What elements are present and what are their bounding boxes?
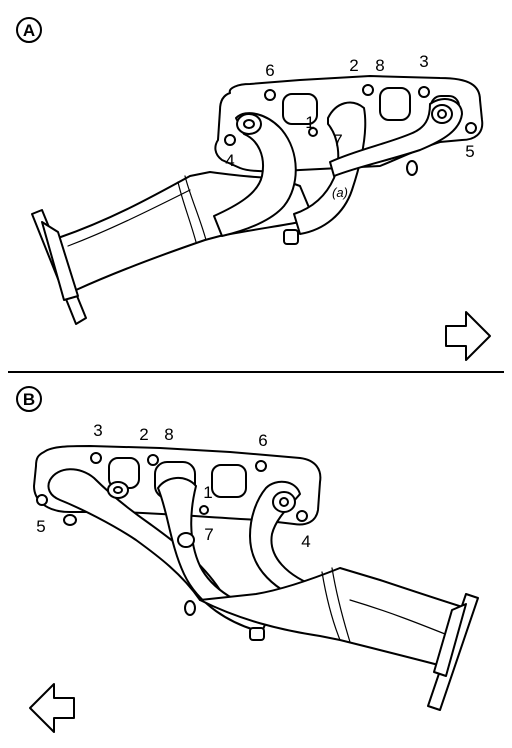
panel-b-collector-pipe [199, 567, 473, 669]
panel-a-port-2 [379, 87, 411, 121]
panel-b-arrow-left-icon [29, 683, 75, 733]
panel-b-bolt-1 [199, 505, 209, 515]
panel-b-bolt-4 [296, 510, 308, 522]
panel-a-outlet-neck [41, 221, 79, 301]
panel-b-sensor-boss [249, 627, 265, 641]
panel-b-label-4: 4 [301, 532, 310, 551]
panel-b-bolt-3 [90, 452, 102, 464]
panel-b-runner-right-collar-hole [279, 497, 289, 507]
panel-b: B [16, 386, 479, 733]
panel-b-stud [184, 600, 196, 616]
panel-a-label-a: (a) [332, 185, 348, 200]
panel-b-runner-middle-collar [177, 532, 195, 548]
panel-b-bolt-8 [147, 454, 159, 466]
panel-a-runner-left-collar-hole [243, 119, 255, 129]
panel-a-runner-left [213, 112, 297, 237]
panel-a-label-6: 6 [265, 61, 274, 80]
panel-b-runner-left-collar-hole [113, 486, 123, 494]
panel-a-arrow-right-icon [445, 311, 491, 361]
panel-a-runner-right [329, 98, 463, 177]
panel-b-collector-highlight [349, 599, 451, 637]
panel-a-sensor-boss [283, 229, 299, 245]
panel-b-letter-badge: B [16, 386, 42, 412]
panel-a-bolt-6 [264, 89, 276, 101]
panel-a-label-8: 8 [375, 56, 384, 75]
panel-b-port-1 [211, 464, 247, 498]
panel-b-label-3: 3 [93, 421, 102, 440]
panel-a-label-5: 5 [465, 142, 474, 161]
panel-a-collector-seam-2 [177, 181, 197, 243]
panel-b-collector-seam-2 [331, 567, 351, 643]
panel-b-stud-2 [63, 514, 77, 526]
panel-b-bolts [36, 452, 308, 522]
panel-a-letter: A [23, 21, 35, 40]
panel-a-bolts [224, 84, 477, 146]
panel-a-collector-highlight [67, 189, 191, 247]
panel-a-label-7: 7 [333, 131, 342, 150]
panel-a-bolt-3 [418, 86, 430, 98]
panel-b-letter: B [23, 390, 35, 409]
panel-b-outlet-neck [433, 603, 467, 677]
panel-a: A [16, 17, 491, 361]
panel-b-label-1: 1 [203, 483, 212, 502]
panel-a-label-4: 4 [225, 151, 234, 170]
panel-b-label-8: 8 [164, 425, 173, 444]
panel-a-runner-right-collar-hole [437, 109, 447, 119]
panel-b-label-6: 6 [258, 431, 267, 450]
panel-b-collector-seam [321, 571, 341, 641]
panel-b-bolt-6 [255, 460, 267, 472]
panel-a-bolt-5 [465, 122, 477, 134]
panel-a-label-3: 3 [419, 52, 428, 71]
panel-b-label-2: 2 [139, 425, 148, 444]
panel-b-bolt-5 [36, 494, 48, 506]
panel-a-bolt-4 [224, 134, 236, 146]
panel-a-label-2: 2 [349, 56, 358, 75]
panel-a-letter-badge: A [16, 17, 42, 43]
panel-b-label-5: 5 [36, 517, 45, 536]
panel-a-collector-seam [184, 175, 207, 241]
panel-a-stud [406, 160, 418, 176]
panel-a-port-1 [282, 93, 318, 125]
panel-b-label-7: 7 [204, 525, 213, 544]
panel-a-label-1: 1 [305, 113, 314, 132]
panel-b-runner-right [249, 480, 321, 605]
panel-a-bolt-8 [362, 84, 374, 96]
panel-a-bolt-1 [308, 127, 318, 137]
